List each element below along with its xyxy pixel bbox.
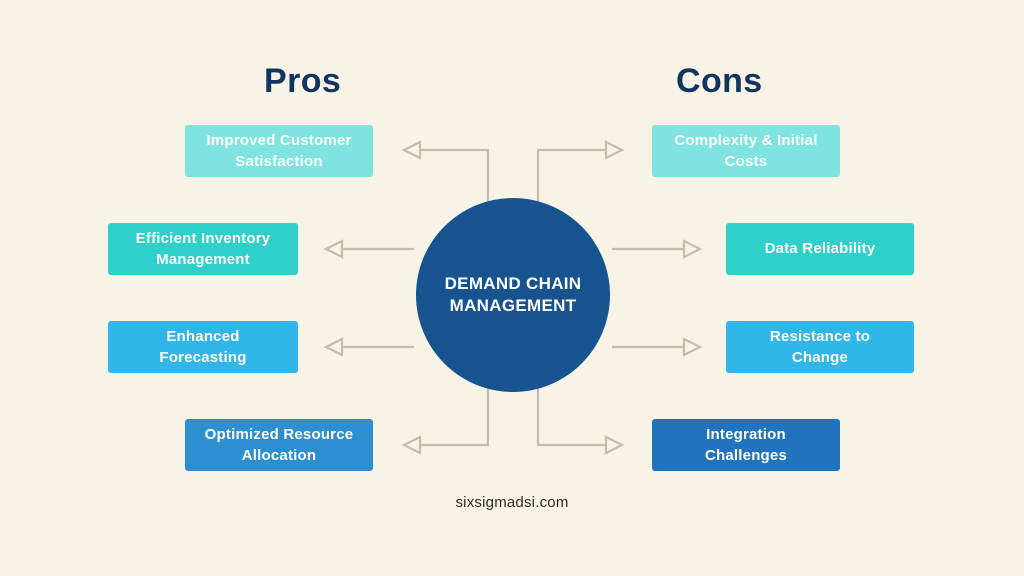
connector-pro-3	[418, 383, 490, 447]
cons-item-3[interactable]: Resistance to Change	[726, 321, 914, 373]
center-node[interactable]: DEMAND CHAIN MANAGEMENT	[416, 198, 610, 392]
pros-column-heading: Pros	[264, 62, 342, 100]
arrowhead-con-0-icon	[604, 140, 625, 160]
pros-item-1[interactable]: Improved Customer Satisfaction	[185, 125, 373, 177]
pros-item-2[interactable]: Efficient Inventory Management	[108, 223, 298, 275]
arrowhead-pro-0-icon	[401, 140, 422, 160]
arrowhead-con-1-icon	[682, 239, 703, 259]
arrowhead-pro-1-icon	[323, 239, 344, 259]
pros-item-2-label: Efficient Inventory Management	[135, 229, 271, 268]
connector-pro-0	[418, 148, 490, 208]
pros-item-3[interactable]: Enhanced Forecasting	[108, 321, 298, 373]
arrowhead-pro-2-icon	[323, 337, 344, 357]
connector-con-3	[536, 383, 608, 447]
connector-con-0	[536, 148, 608, 208]
cons-item-4-label: Integration Challenges	[704, 425, 788, 464]
pros-item-3-label: Enhanced Forecasting	[159, 327, 247, 366]
pros-item-4-label: Optimized Resource Allocation	[204, 425, 354, 464]
cons-item-1-label: Complexity & Initial Costs	[674, 131, 818, 170]
cons-item-1[interactable]: Complexity & Initial Costs	[652, 125, 840, 177]
center-node-label: DEMAND CHAIN MANAGEMENT	[444, 273, 582, 315]
pros-item-1-label: Improved Customer Satisfaction	[206, 131, 352, 170]
arrowhead-pro-3-icon	[401, 435, 422, 455]
cons-item-3-label: Resistance to Change	[769, 327, 871, 366]
cons-item-2[interactable]: Data Reliability	[726, 223, 914, 275]
footer-url: sixsigmadsi.com	[455, 494, 569, 511]
pros-item-4[interactable]: Optimized Resource Allocation	[185, 419, 373, 471]
arrowhead-con-3-icon	[604, 435, 625, 455]
cons-item-4[interactable]: Integration Challenges	[652, 419, 840, 471]
cons-column-heading: Cons	[676, 62, 763, 100]
cons-item-2-label: Data Reliability	[764, 240, 876, 258]
arrowhead-con-2-icon	[682, 337, 703, 357]
